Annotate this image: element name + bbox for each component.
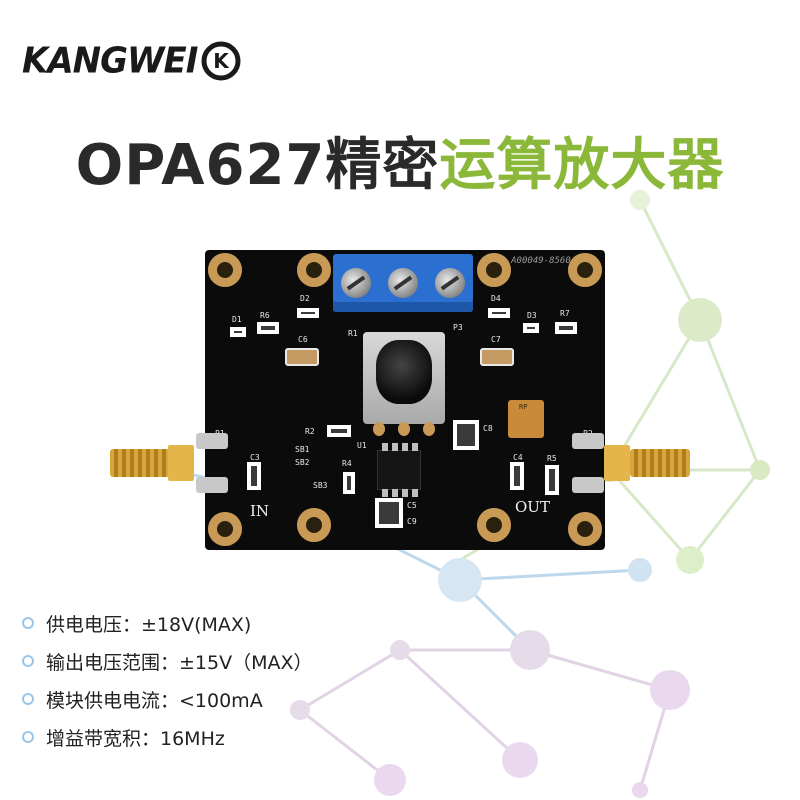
capacitor-c6 <box>285 348 319 366</box>
label-c3: C3 <box>250 453 260 462</box>
terminal-screw-icon <box>341 268 371 298</box>
circle-bullet-icon <box>22 617 34 629</box>
label-r4: R4 <box>342 459 352 468</box>
capacitor-c8 <box>453 420 479 450</box>
resistor-r7 <box>555 322 577 334</box>
label-sb3: SB3 <box>313 481 328 490</box>
pot-pin <box>398 422 410 436</box>
label-p3: P3 <box>453 323 463 332</box>
input-label: IN <box>250 502 270 520</box>
spec-supply-voltage: 供电电压：±18V(MAX) <box>46 613 252 636</box>
board-serial: A00049-8560-25 <box>511 256 587 266</box>
capacitor-c5-c9 <box>375 498 403 528</box>
output-label: OUT <box>515 498 550 516</box>
resistor-r2 <box>327 425 351 437</box>
circle-bullet-icon <box>22 693 34 705</box>
label-d1: D1 <box>232 315 242 324</box>
mounting-hole-top-left <box>208 253 242 287</box>
label-r7: R7 <box>560 309 570 318</box>
power-terminal-block <box>333 254 473 312</box>
label-c8: C8 <box>483 424 493 433</box>
diode-d4 <box>488 308 510 318</box>
mounting-hole-top-2 <box>297 253 331 287</box>
label-rp: RP <box>519 403 528 411</box>
spec-gain-bandwidth: 增益带宽积：16MHz <box>46 727 225 750</box>
sma-connector-in <box>110 433 228 493</box>
label-d2: D2 <box>300 294 310 303</box>
label-sb1: SB1 <box>295 445 310 454</box>
spec-output-voltage-range: 输出电压范围：±15V（MAX） <box>46 651 313 674</box>
potentiometer <box>363 332 445 436</box>
potentiometer-knob <box>376 340 432 404</box>
label-c6: C6 <box>298 335 308 344</box>
mounting-hole-top-right <box>568 253 602 287</box>
label-r6: R6 <box>260 311 270 320</box>
label-c7: C7 <box>491 335 501 344</box>
rp-logo <box>508 400 544 438</box>
circle-bullet-icon <box>22 731 34 743</box>
title-part-dark: OPA627精密 <box>75 133 440 198</box>
spec-item: 供电电压：±18V(MAX) <box>22 604 313 642</box>
label-r2: R2 <box>305 427 315 436</box>
sma-connector-out <box>572 433 690 493</box>
label-r5: R5 <box>547 454 557 463</box>
title-part-green: 运算放大器 <box>439 133 725 198</box>
opamp-chip <box>377 443 421 497</box>
label-c9: C9 <box>407 517 417 526</box>
spec-list: 供电电压：±18V(MAX) 输出电压范围：±15V（MAX） 模块供电电流：<… <box>22 604 313 756</box>
label-u1: U1 <box>357 441 367 450</box>
spec-supply-current: 模块供电电流：<100mA <box>46 689 263 712</box>
resistor-r4 <box>343 472 355 494</box>
resistor-r5 <box>545 465 559 495</box>
diode-d2 <box>297 308 319 318</box>
brand-mark-icon: K <box>201 41 241 81</box>
label-d4: D4 <box>491 294 501 303</box>
terminal-screw-icon <box>435 268 465 298</box>
label-c5: C5 <box>407 501 417 510</box>
capacitor-c4 <box>510 462 524 490</box>
resistor-r6 <box>257 322 279 334</box>
terminal-screw-icon <box>388 268 418 298</box>
label-c4: C4 <box>513 453 523 462</box>
mounting-hole-bottom-3 <box>477 508 511 542</box>
pcb-board: A00049-8560-25 D1 R6 D2 C6 R1 P3 <box>205 250 605 550</box>
spec-item: 增益带宽积：16MHz <box>22 718 313 756</box>
spec-item: 输出电压范围：±15V（MAX） <box>22 642 313 680</box>
led-d3 <box>523 323 539 333</box>
led-d1 <box>230 327 246 337</box>
label-d3: D3 <box>527 311 537 320</box>
brand-logo: KANGWEI K <box>22 38 241 84</box>
brand-mark-letter: K <box>214 49 231 73</box>
pot-pin <box>373 422 385 436</box>
pot-pin <box>423 422 435 436</box>
capacitor-c3 <box>247 462 261 490</box>
label-sb2: SB2 <box>295 458 310 467</box>
circle-bullet-icon <box>22 655 34 667</box>
brand-name: KANGWEI <box>22 40 198 82</box>
spec-item: 模块供电电流：<100mA <box>22 680 313 718</box>
mounting-hole-bottom-2 <box>297 508 331 542</box>
label-r1: R1 <box>348 329 358 338</box>
mounting-hole-top-3 <box>477 253 511 287</box>
mounting-hole-bottom-left <box>208 512 242 546</box>
capacitor-c7 <box>480 348 514 366</box>
mounting-hole-bottom-right <box>568 512 602 546</box>
page-title: OPA627精密运算放大器 <box>0 120 800 201</box>
